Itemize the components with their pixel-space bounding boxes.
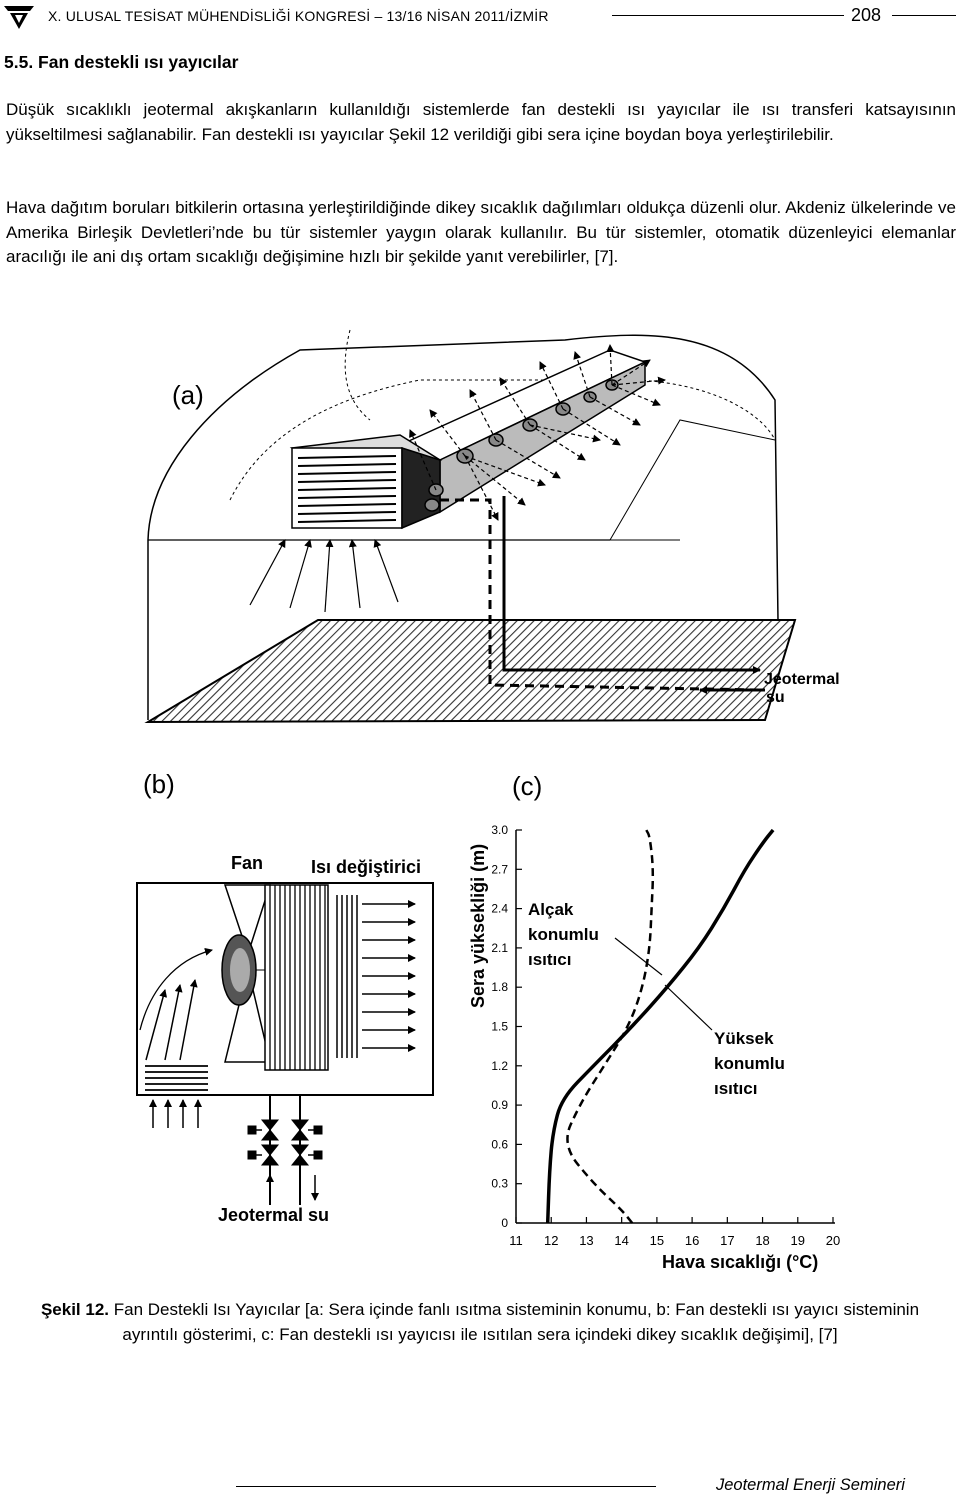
exchanger-label: Isı değiştirici xyxy=(311,857,421,877)
y-tick-label: 1.2 xyxy=(491,1059,508,1073)
geothermal-label-a-su: su xyxy=(766,689,785,706)
panel-b-fan-unit: (b) Fan Isı değiştirici xyxy=(136,769,434,1225)
conference-logo xyxy=(4,6,34,29)
x-tick-label: 17 xyxy=(720,1233,734,1248)
x-tick-label: 16 xyxy=(685,1233,699,1248)
panel-c-chart: (c) 11 12 13 14 15 16 17 18 19 20 0 0.3 0.6 0.9 1.2 1.5… xyxy=(468,771,840,1272)
panel-b-label: (b) xyxy=(143,769,175,799)
section-title: 5.5. Fan destekli ısı yayıcılar xyxy=(4,52,239,72)
caption-label: Şekil 12. xyxy=(40,1300,110,1319)
page-number: 208 xyxy=(851,5,882,25)
x-tick-label: 15 xyxy=(650,1233,664,1248)
header-rule-right xyxy=(892,15,956,16)
geothermal-label-b: Jeotermal su xyxy=(218,1205,329,1225)
fan-label: Fan xyxy=(231,853,263,873)
geothermal-label-a: Jeotermal xyxy=(764,671,840,688)
high-heater-label-2: konumlu xyxy=(714,1054,785,1073)
page-header: X. ULUSAL TESİSAT MÜHENDİSLİĞİ KONGRESİ … xyxy=(0,0,960,34)
chart-ylabel: Sera yüksekliği (m) xyxy=(468,844,488,1008)
y-tick-label: 1.5 xyxy=(491,1020,508,1034)
y-tick-label: 0.6 xyxy=(491,1137,508,1151)
x-tick-label: 20 xyxy=(826,1233,840,1248)
series-solid-line xyxy=(545,828,775,1224)
y-tick-label: 2.7 xyxy=(491,862,508,876)
panel-a-greenhouse: (a) xyxy=(144,329,840,724)
low-heater-pointer xyxy=(614,937,663,976)
x-tick-label: 14 xyxy=(614,1233,628,1248)
footer-text: Jeotermal Enerji Semineri xyxy=(716,1476,905,1494)
x-tick-label: 18 xyxy=(755,1233,769,1248)
x-tick-label: 19 xyxy=(791,1233,805,1248)
y-tick-label: 0.9 xyxy=(491,1098,508,1112)
y-tick-label: 0.3 xyxy=(491,1177,508,1191)
x-tick-label: 11 xyxy=(509,1233,523,1248)
conference-title: X. ULUSAL TESİSAT MÜHENDİSLİĞİ KONGRESİ … xyxy=(48,8,549,24)
y-tick-label: 1.8 xyxy=(491,980,508,994)
low-heater-label-1: Alçak xyxy=(528,900,574,919)
high-heater-label-1: Yüksek xyxy=(714,1029,774,1048)
low-heater-label-2: konumlu xyxy=(528,925,599,944)
paragraph-2: Hava dağıtım boruları bitkilerin ortasın… xyxy=(6,198,956,266)
paragraph-1: Düşük sıcaklıklı jeotermal akışkanların … xyxy=(6,100,956,144)
low-heater-label-3: ısıtıcı xyxy=(528,950,571,969)
y-tick-label: 0 xyxy=(501,1216,508,1230)
x-tick-label: 12 xyxy=(544,1233,558,1248)
x-tick-label: 13 xyxy=(579,1233,593,1248)
header-rule xyxy=(612,15,844,16)
figure-caption: Şekil 12. Fan Destekli Isı Yayıcılar [a:… xyxy=(14,1298,946,1347)
panel-c-label: (c) xyxy=(512,771,542,801)
y-tick-label: 2.1 xyxy=(491,941,508,955)
high-heater-label-3: ısıtıcı xyxy=(714,1079,757,1098)
caption-text: Fan Destekli Isı Yayıcılar [a: Sera için… xyxy=(109,1300,920,1344)
footer-rule xyxy=(236,1486,656,1487)
series-dashed-line xyxy=(566,829,655,1224)
y-tick-label: 2.4 xyxy=(491,902,508,916)
panel-a-label: (a) xyxy=(172,380,204,410)
high-heater-pointer xyxy=(664,984,713,1031)
figure-12: (a) xyxy=(136,329,840,1272)
y-tick-label: 3.0 xyxy=(491,823,508,837)
chart-xlabel: Hava sıcaklığı (°C) xyxy=(662,1252,818,1272)
